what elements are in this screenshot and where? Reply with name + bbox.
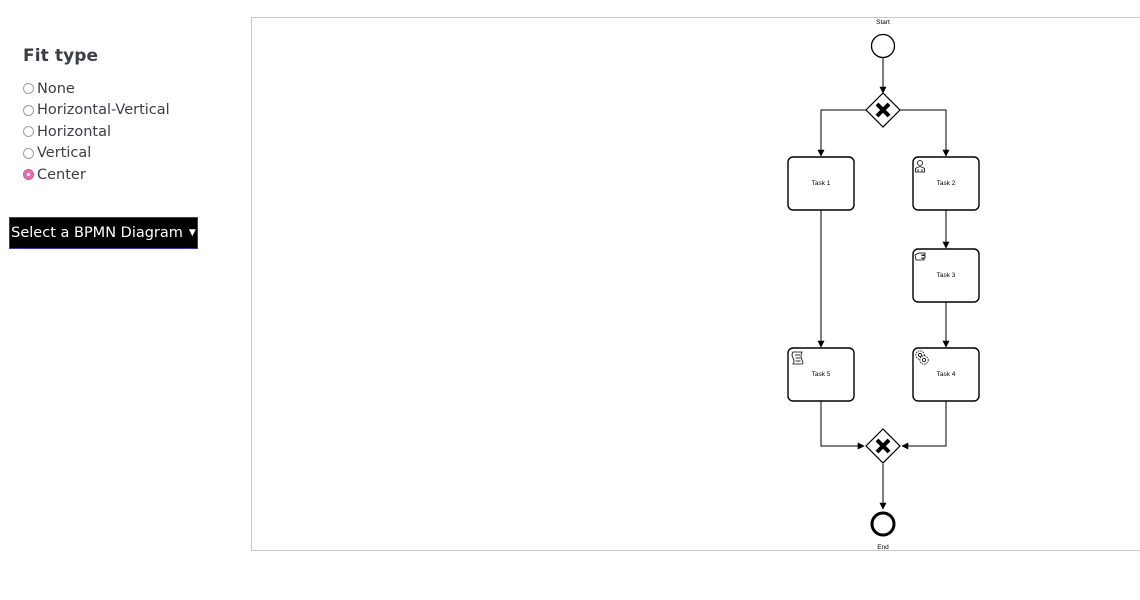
fit-type-option-horizontal[interactable]: Horizontal <box>23 121 170 143</box>
radio-horizontal-vertical[interactable] <box>23 104 34 116</box>
fit-type-option-none[interactable]: None <box>23 78 170 100</box>
x-mark-icon <box>875 102 891 118</box>
task-3[interactable] <box>912 248 980 303</box>
radio-label-center: Center <box>37 166 86 183</box>
fit-type-option-horizontal-vertical[interactable]: Horizontal-Vertical <box>23 100 170 122</box>
fit-type-option-vertical[interactable]: Vertical <box>23 143 170 165</box>
user-icon <box>915 160 925 173</box>
hand-icon <box>914 252 926 261</box>
end-event-label: End <box>877 544 889 551</box>
radio-none[interactable] <box>23 83 34 95</box>
fit-type-title: Fit type <box>23 46 99 66</box>
flow-task4-join <box>901 401 947 450</box>
task-1-label: Task 1 <box>812 180 831 187</box>
task-1[interactable] <box>787 156 855 211</box>
caret-down-icon: ▼ <box>188 228 196 238</box>
task-5-label: Task 5 <box>812 371 831 378</box>
radio-label-horizontal: Horizontal <box>37 123 112 140</box>
task-4-label: Task 4 <box>937 371 956 378</box>
radio-label-vertical: Vertical <box>37 145 92 162</box>
left-panel: Fit type None Horizontal-Vertical Horizo… <box>0 0 240 600</box>
task-2[interactable] <box>912 156 980 211</box>
task-4[interactable] <box>912 347 980 402</box>
radio-center[interactable] <box>23 169 34 181</box>
sequence-flows <box>817 58 950 510</box>
select-bpmn-diagram-button[interactable]: Select a BPMN Diagram ▼ <box>9 217 198 249</box>
radio-vertical[interactable] <box>23 147 34 159</box>
flow-split-task1 <box>817 109 866 157</box>
fit-type-option-center[interactable]: Center <box>23 164 170 186</box>
bpmn-canvas[interactable]: Start Task 1 Task 2 <box>251 17 1140 551</box>
gears-icon <box>915 350 929 365</box>
fit-type-radio-group: None Horizontal-Vertical Horizontal Vert… <box>23 78 170 186</box>
start-event[interactable] <box>870 33 896 59</box>
start-event-label: Start <box>876 19 890 26</box>
exclusive-gateway-split[interactable] <box>865 92 901 128</box>
exclusive-gateway-join[interactable] <box>865 428 901 464</box>
task-3-label: Task 3 <box>937 272 956 279</box>
flow-split-task2 <box>900 109 950 157</box>
flow-task5-join <box>820 401 865 450</box>
script-icon <box>791 351 804 365</box>
end-event[interactable] <box>870 511 896 537</box>
radio-label-none: None <box>37 80 75 97</box>
radio-horizontal[interactable] <box>23 126 34 138</box>
task-2-label: Task 2 <box>937 180 956 187</box>
select-bpmn-diagram-label: Select a BPMN Diagram <box>11 225 183 241</box>
task-5[interactable] <box>787 347 855 402</box>
x-mark-icon <box>875 438 891 454</box>
radio-label-horizontal-vertical: Horizontal-Vertical <box>37 102 170 119</box>
